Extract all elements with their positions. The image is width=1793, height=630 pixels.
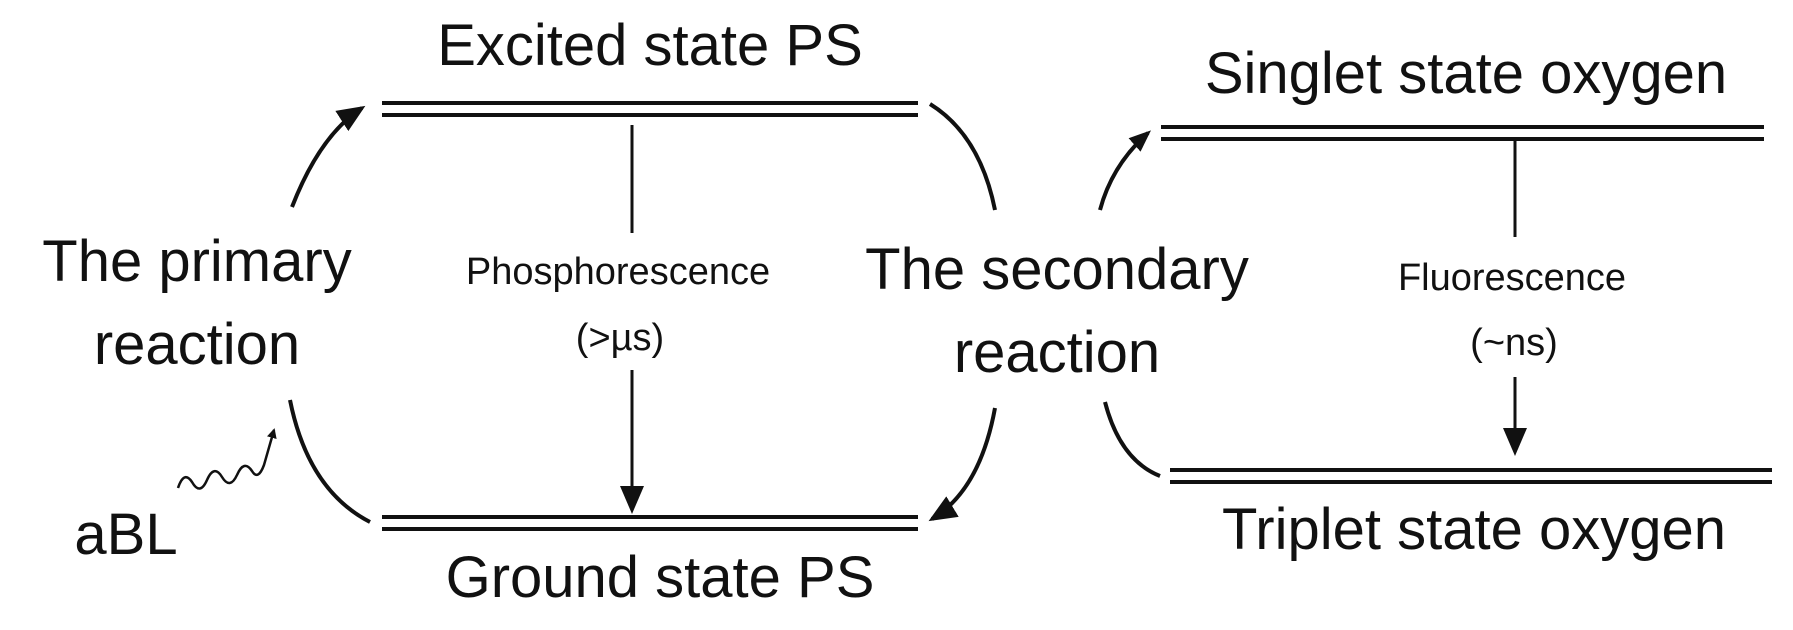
excited-ps-level-line — [382, 101, 918, 117]
singlet-oxygen-level-line — [1161, 125, 1764, 141]
triplet-state-oxygen-label: Triplet state oxygen — [1222, 497, 1726, 562]
phosphorescence-label: Phosphorescence — [465, 251, 771, 293]
secondary-reaction-singlet-arrow — [1098, 130, 1151, 211]
fluorescence-label: Fluorescence — [1397, 257, 1627, 299]
singlet-state-oxygen-label: Singlet state oxygen — [1204, 41, 1728, 106]
secondary-reaction-ps-bottom-arrow — [928, 407, 997, 522]
secondary-reaction-ps-top-curve — [928, 102, 997, 211]
ground-state-ps-label: Ground state PS — [445, 545, 875, 610]
secondary-reaction-triplet-curve — [1103, 401, 1161, 478]
phosphorescence-time-label: (>µs) — [575, 317, 665, 359]
primary-reaction-line2: reaction — [93, 312, 301, 377]
light-wave-arrow — [176, 428, 277, 490]
primary-reaction-up-arrow — [290, 105, 366, 208]
excited-state-ps-label: Excited state PS — [437, 13, 863, 78]
primary-reaction-line1: The primary — [42, 229, 352, 294]
secondary-reaction-line1: The secondary — [865, 237, 1249, 302]
ground-ps-level-line — [382, 515, 918, 531]
triplet-oxygen-level-line — [1170, 468, 1772, 484]
abl-light-label: aBL — [74, 502, 178, 567]
fluorescence-time-label: (~ns) — [1470, 322, 1558, 364]
secondary-reaction-line2: reaction — [953, 320, 1161, 385]
primary-reaction-down-curve — [288, 399, 371, 524]
